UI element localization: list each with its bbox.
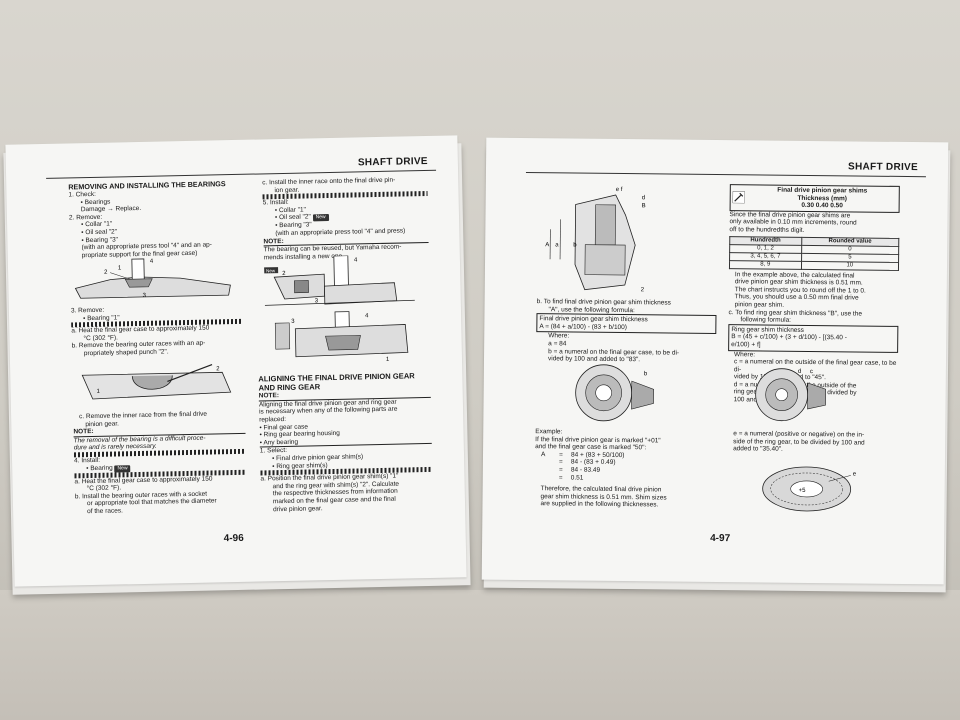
therefore-text: are supplied in the following thicknesse…	[540, 500, 659, 509]
equation-op: =	[558, 451, 563, 459]
svg-text:e f: e f	[616, 187, 623, 193]
bearing-removal-figure: 2 4 3 1	[70, 255, 236, 304]
left-column-1b: 3. Remove: • Bearing "1" a. Heat the fin…	[71, 304, 242, 358]
rounding-table: Hundredth Rounded value 0, 1, 2 0 3, 4, …	[729, 236, 899, 271]
right-column-2: Final drive pinion gear shims Thickness …	[728, 184, 900, 405]
manual-page-left: SHAFT DRIVE REMOVING AND INSTALLING THE …	[5, 135, 467, 587]
svg-text:2: 2	[641, 287, 645, 293]
right-column-2b: e = a numeral (positive or negative) on …	[733, 430, 899, 455]
table-cell: 10	[801, 260, 899, 270]
equation-lhs: A	[540, 450, 546, 459]
shim-spec-values: 0.30 0.40 0.50	[801, 202, 843, 210]
table-row: 8, 9 10	[729, 260, 899, 270]
svg-text:B: B	[642, 203, 646, 209]
shim-spec-box: Final drive pinion gear shims Thickness …	[729, 184, 900, 213]
equation-rhs: 0.51	[570, 474, 584, 482]
svg-text:c: c	[810, 369, 813, 375]
svg-text:e: e	[853, 471, 857, 477]
svg-text:2: 2	[282, 271, 286, 277]
svg-text:d: d	[642, 195, 645, 201]
step-4-item-label: • Bearing	[86, 464, 113, 472]
table-surface	[0, 590, 960, 720]
left-column-1: REMOVING AND INSTALLING THE BEARINGS 1. …	[68, 179, 240, 260]
svg-text:2: 2	[104, 270, 108, 276]
equation-lhs	[541, 459, 559, 467]
svg-text:A: A	[545, 242, 549, 248]
new-part-badge: New	[114, 464, 131, 473]
page-header: SHAFT DRIVE	[847, 161, 919, 174]
svg-text:4: 4	[354, 257, 358, 263]
svg-text:b: b	[573, 243, 577, 249]
install-item-label: • Oil seal "2"	[274, 213, 311, 222]
pinion-formula-box: Final drive pinion gear shim thickness A…	[536, 313, 717, 335]
formula: e/100) + f]	[731, 341, 761, 349]
new-part-badge: New	[312, 214, 329, 222]
race-removal-figure: 1 2	[72, 362, 238, 409]
svg-text:2: 2	[216, 366, 220, 372]
ring-formula-box: Ring gear shim thickness B = (45 + c/100…	[728, 323, 899, 353]
wrench-icon	[732, 191, 746, 204]
formula: A = (84 + a/100) - (83 + b/100)	[539, 322, 628, 331]
svg-text:1: 1	[386, 357, 390, 363]
svg-text:d: d	[798, 369, 801, 375]
svg-text:a: a	[555, 242, 559, 248]
svg-text:4: 4	[150, 259, 154, 265]
ring-gear-figure: +5 e	[758, 458, 869, 519]
table-cell: 8, 9	[729, 260, 802, 269]
right-column-1: b. To find final drive pinion gear shim …	[536, 298, 717, 365]
e-text: added to "35.40".	[733, 445, 783, 453]
manual-page-right: SHAFT DRIVE A a b e f d B 2 b. To find f…	[481, 137, 949, 585]
bearing-housing-figure: d c	[741, 364, 842, 425]
final-gear-case-figure: b	[563, 360, 664, 425]
left-column-2b: ALIGNING THE FINAL DRIVE PINION GEAR AND…	[258, 371, 433, 514]
equation-lhs	[541, 466, 559, 474]
bearing-install-figure: New 4 2 3 3 4 1	[264, 254, 431, 369]
svg-text:+5: +5	[799, 488, 807, 494]
right-column-1b: Example: If the final drive pinion gear …	[534, 428, 715, 510]
equation-op: =	[558, 458, 563, 466]
equation-lhs	[541, 474, 559, 482]
svg-text:3: 3	[315, 298, 319, 304]
page-number: 4-97	[710, 532, 731, 545]
header-rule	[525, 172, 926, 178]
page-header: SHAFT DRIVE	[357, 155, 428, 169]
left-column-2: c. Install the inner race onto the final…	[262, 176, 429, 262]
svg-text:New: New	[266, 268, 276, 273]
since-text: off to the hundredths digit.	[729, 226, 805, 234]
left-column-1c: c. Remove the inner race from the final …	[73, 410, 247, 516]
svg-text:3: 3	[143, 293, 147, 299]
page-number: 4-96	[223, 532, 244, 545]
svg-text:3: 3	[291, 319, 295, 325]
svg-text:1: 1	[118, 265, 122, 271]
equation-op: =	[558, 473, 563, 481]
svg-text:1: 1	[97, 389, 101, 395]
equation-op: =	[558, 466, 563, 474]
svg-text:b: b	[644, 371, 648, 377]
gear-case-diagram: A a b e f d B 2	[545, 184, 676, 295]
svg-text:4: 4	[365, 313, 369, 319]
